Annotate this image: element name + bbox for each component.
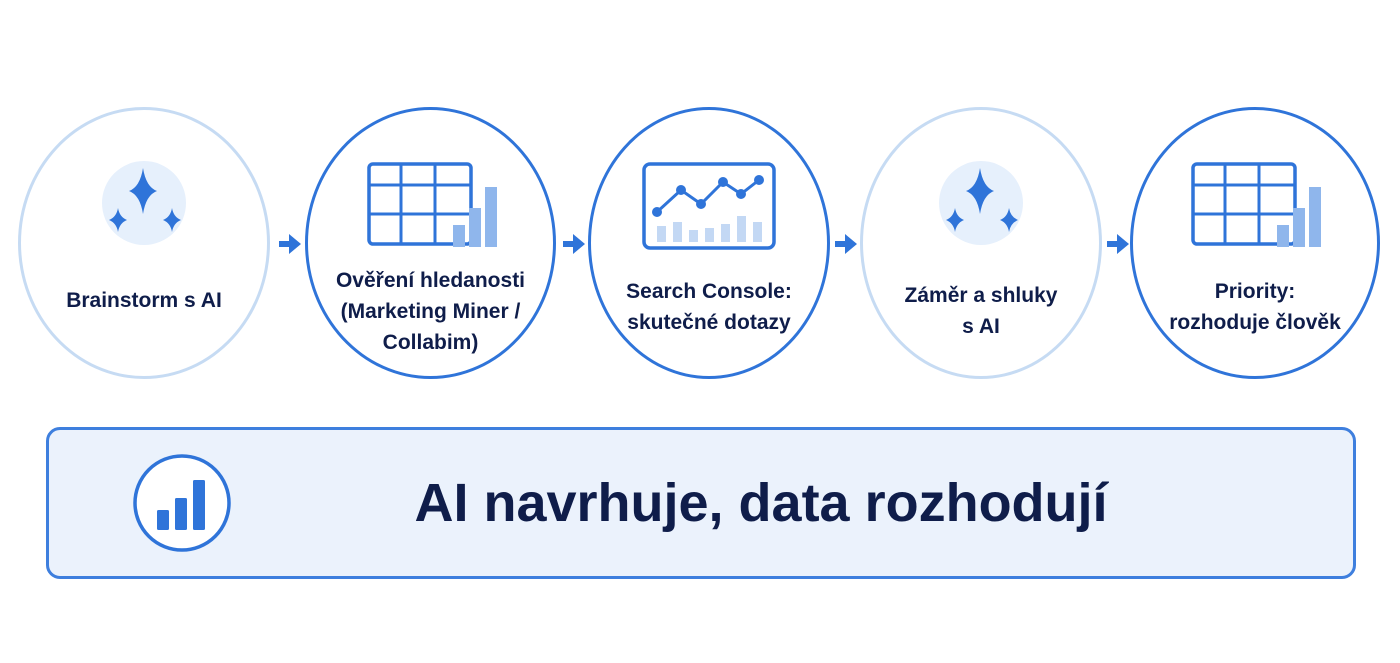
table-bar-chart-icon: [1185, 160, 1325, 255]
arrow-right-icon: [835, 234, 857, 254]
step-label-line: Záměr a shluky: [904, 284, 1058, 307]
step-search-console: Search Console: skutečné dotazy: [588, 107, 830, 379]
step-brainstorm: Brainstorm s AI: [18, 107, 270, 379]
table-bar-chart-icon: [361, 160, 501, 255]
sparkles-icon: [99, 158, 189, 253]
step-label-line: (Marketing Miner /: [340, 300, 521, 323]
bar-chart-icon: [131, 452, 233, 559]
step-label-line: s AI: [962, 315, 1000, 338]
step-label-line: rozhoduje člověk: [1169, 311, 1341, 334]
step-label-line: Search Console:: [626, 280, 792, 303]
step-priorities: Priority: rozhoduje člověk: [1130, 107, 1380, 379]
step-label-line: Ověření hledanosti: [335, 269, 526, 292]
arrow-right-icon: [1107, 234, 1129, 254]
step-intent-clusters: Záměr a shluky s AI: [860, 107, 1102, 379]
banner-title: AI navrhuje, data rozhodují: [414, 473, 1108, 533]
arrow-right-icon: [279, 234, 301, 254]
step-search-volume-check: Ověření hledanosti (Marketing Miner / Co…: [305, 107, 556, 379]
step-label-line: Brainstorm s AI: [66, 289, 222, 312]
summary-banner: AI navrhuje, data rozhodují: [46, 427, 1356, 579]
line-chart-icon: [639, 160, 779, 257]
step-label-line: Priority:: [1214, 280, 1296, 303]
sparkles-icon: [936, 158, 1026, 253]
step-label-line: Collabim): [382, 331, 479, 354]
step-label-line: skutečné dotazy: [627, 311, 791, 334]
arrow-right-icon: [563, 234, 585, 254]
